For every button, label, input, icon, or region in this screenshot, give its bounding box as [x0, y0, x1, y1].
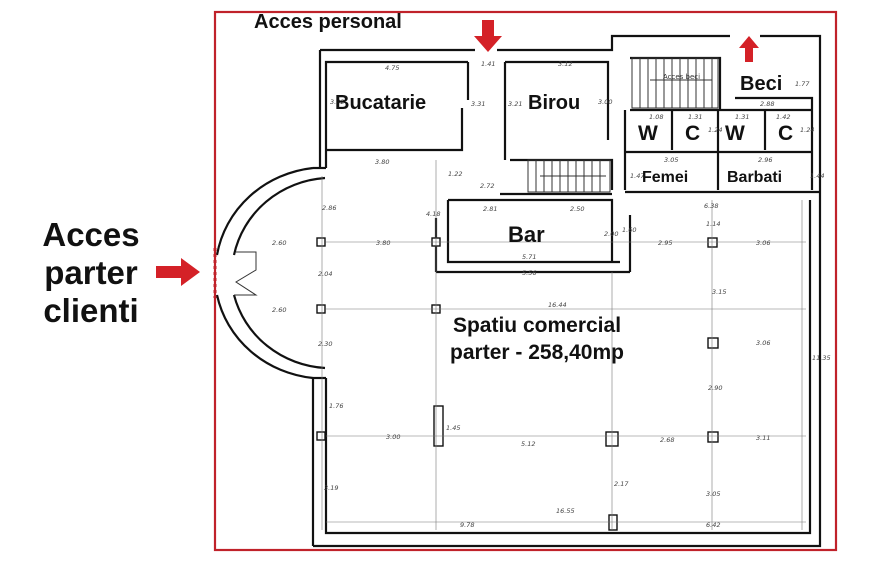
room-barbati: Barbati	[727, 169, 782, 186]
dimension-label: 2.90	[708, 384, 722, 392]
label-line: parter	[44, 254, 138, 291]
dimension-label: 16.55	[556, 507, 575, 515]
dimension-label: 2.72	[480, 182, 494, 190]
dimension-label: 2.60	[272, 306, 286, 314]
dimension-label: 1.08	[649, 113, 663, 121]
dimension-label: 2.68	[660, 436, 674, 444]
columns	[316, 237, 719, 531]
room-beci: Beci	[740, 73, 782, 95]
dimension-label: 2.96	[758, 156, 772, 164]
dimension-label: 3.02	[330, 98, 344, 106]
dimension-label: 11.35	[812, 354, 831, 362]
dimension-label: 2.04	[318, 270, 332, 278]
dimension-label: 3.12	[558, 60, 572, 68]
dimension-label: 3.05	[664, 156, 678, 164]
dimension-label: 1.41	[481, 60, 495, 68]
dimension-label: 3.11	[756, 434, 770, 442]
dimension-label: 3.31	[471, 100, 485, 108]
dimension-label: 1.44	[810, 172, 824, 180]
dimension-label: 1.24	[708, 126, 722, 134]
dimension-label: 1.31	[688, 113, 702, 121]
dimension-label: 1.22	[448, 170, 462, 178]
dimension-label: 3.06	[756, 239, 770, 247]
dimension-label: 2.00	[604, 230, 618, 238]
dimension-label: 3.00	[598, 98, 612, 106]
dimension-label: 3.80	[375, 158, 389, 166]
dimension-values: 4.75 1.41 3.12 1.77 2.88 3.02 3.31 3.21 …	[272, 60, 831, 529]
dimension-label: 1.47	[630, 172, 645, 180]
label-line: Acces	[42, 216, 140, 253]
acces-personal-label: Acces personal	[254, 11, 402, 33]
dimension-label: 2.30	[318, 340, 332, 348]
room-bar: Bar	[508, 222, 545, 247]
room-birou: Birou	[528, 92, 580, 114]
dimension-label: 3.80	[376, 239, 390, 247]
dimension-label: 1.77	[795, 80, 810, 88]
dimension-lines	[321, 160, 806, 530]
room-femei: Femei	[642, 169, 688, 186]
dimension-label: 1.60	[622, 226, 636, 234]
dimension-label: 2.86	[322, 204, 336, 212]
arrow-right-icon	[156, 258, 200, 286]
dimension-label: 9.78	[460, 521, 474, 529]
dimension-label: 16.44	[548, 301, 567, 309]
dimension-label: 2.50	[570, 205, 584, 213]
dimension-label: 3.15	[712, 288, 726, 296]
arrow-up-icon	[739, 36, 759, 62]
dimension-label: 2.95	[658, 239, 672, 247]
spatiu-comercial-label: Spatiu comercial parter - 258,40mp	[422, 312, 652, 366]
wc-letter: C	[778, 122, 793, 145]
wc-letter: C	[685, 122, 700, 145]
stairs	[527, 57, 719, 193]
dimension-label: 2.88	[760, 100, 774, 108]
dimension-label: 1.14	[706, 220, 720, 228]
acces-parter-clienti-label: Acces parter clienti	[28, 216, 154, 330]
dimension-label: 4.18	[426, 210, 440, 218]
dimension-label: 5.56	[522, 269, 536, 277]
dimension-label: 5.12	[521, 440, 535, 448]
wc-letter: W	[638, 122, 658, 145]
dimension-label: 1.76	[329, 402, 343, 410]
label-line: parter - 258,40mp	[450, 341, 624, 364]
dimension-label: 1.42	[776, 113, 790, 121]
dimension-label: 3.05	[706, 490, 720, 498]
acces-beci-label: Acces beci	[663, 73, 700, 81]
dimension-label: 1.31	[735, 113, 749, 121]
label-line: clienti	[43, 292, 139, 329]
dimension-label: 3.19	[324, 484, 338, 492]
dimension-label: 1.45	[446, 424, 460, 432]
interior-walls	[326, 56, 820, 274]
dimension-label: 6.38	[704, 202, 718, 210]
dimension-label: 3.00	[386, 433, 400, 441]
dimension-label: 3.21	[508, 100, 522, 108]
curved-entrance-wall	[213, 166, 326, 380]
dimension-label: 2.81	[483, 205, 497, 213]
arrow-down-icon	[474, 20, 502, 52]
dimension-label: 3.06	[756, 339, 770, 347]
dimension-label: 6.42	[706, 521, 720, 529]
dimension-label: 4.75	[385, 64, 399, 72]
exterior-walls	[311, 34, 822, 548]
dimension-label: 2.17	[614, 480, 629, 488]
dimension-label: 2.60	[272, 239, 286, 247]
dimension-label: 1.24	[800, 126, 814, 134]
dimension-label: 5.71	[522, 253, 536, 261]
label-line: Spatiu comercial	[452, 314, 622, 337]
wc-letter: W	[725, 122, 745, 145]
room-bucatarie: Bucatarie	[335, 92, 426, 114]
